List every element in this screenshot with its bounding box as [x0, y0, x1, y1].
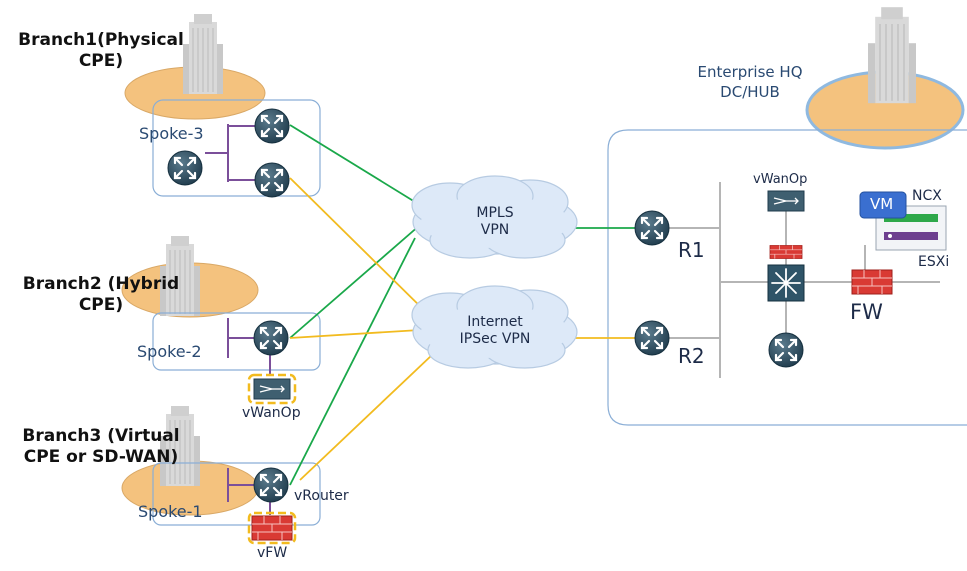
- ncx-label: NCX: [912, 188, 942, 204]
- spoke2-label: Spoke-2: [137, 342, 202, 361]
- hq-title-line1: Enterprise HQ: [697, 63, 803, 81]
- mpls-link-spoke1: [289, 237, 416, 486]
- mpls-cloud-label: MPLS VPN: [455, 205, 535, 239]
- branch3-label-line2: CPE or SD-WAN): [23, 447, 179, 467]
- internet-cloud-label: Internet IPSec VPN: [440, 314, 550, 348]
- hq-title-line2: DC/HUB: [720, 83, 780, 101]
- spoke2-router-icon: [252, 319, 290, 357]
- branch3-label-line1: Branch3 (Virtual: [22, 426, 180, 446]
- spoke3-lan-router-icon: [166, 149, 204, 187]
- internet-cloud-label-line1: Internet: [467, 314, 523, 330]
- branch1-box: [152, 99, 321, 197]
- vm-badge: [859, 191, 907, 219]
- branch3-label: Branch3 (Virtual CPE or SD-WAN): [6, 426, 196, 468]
- r1-router-icon: [633, 209, 671, 247]
- internet-cloud-label-line2: IPSec VPN: [459, 331, 531, 347]
- branch-vfw-icon: [251, 515, 293, 541]
- branch1-label: Branch1(Physical CPE): [6, 30, 196, 72]
- branch3-box: [152, 462, 321, 526]
- internet-link-spoke2: [289, 329, 421, 339]
- fw-firewall-icon: [851, 269, 893, 295]
- branch2-label-line2: CPE): [78, 295, 124, 315]
- internet-link-spoke3: [289, 177, 433, 319]
- spoke3-label: Spoke-3: [139, 124, 204, 143]
- vfw-label: vFW: [257, 545, 288, 561]
- branch1-label-line2: CPE): [78, 51, 124, 71]
- spoke1-label: Spoke-1: [138, 502, 203, 521]
- esxi-label: ESXi: [918, 254, 950, 270]
- spoke1-vrouter-icon: [252, 466, 290, 504]
- branch-wanop-icon: [253, 378, 291, 400]
- r2-router-icon: [633, 319, 671, 357]
- hq-switch-firewall-icon: [769, 244, 803, 260]
- branch2-label: Branch2 (Hybrid CPE): [6, 274, 196, 316]
- mpls-cloud-label-line2: VPN: [480, 222, 510, 238]
- hq-building-icon: [867, 6, 917, 104]
- r1-label: R1: [678, 238, 705, 262]
- branch2-label-line1: Branch2 (Hybrid: [22, 274, 180, 294]
- internet-link-spoke1: [299, 354, 433, 481]
- spoke3-router-top-icon: [253, 107, 291, 145]
- branch2-box: [152, 312, 321, 371]
- mpls-cloud-label-line1: MPLS: [476, 205, 514, 221]
- mpls-link-spoke2: [289, 224, 421, 339]
- fw-label: FW: [850, 300, 883, 324]
- vm-label: VM: [870, 195, 894, 213]
- vrouter-label: vRouter: [294, 488, 349, 504]
- branch-wanop-label: vWanOp: [242, 405, 301, 421]
- hq-title: Enterprise HQ DC/HUB: [670, 62, 830, 102]
- mpls-link-spoke3: [289, 124, 421, 206]
- hq-wanop-label: vWanOp: [753, 172, 808, 187]
- hq-box: [607, 129, 967, 426]
- spoke3-router-bottom-icon: [253, 161, 291, 199]
- r2-label: R2: [678, 344, 705, 368]
- hq-wanop-icon: [767, 190, 805, 212]
- hq-lan-router-icon: [767, 331, 805, 369]
- branch1-label-line1: Branch1(Physical: [18, 30, 184, 50]
- core-switch-icon: [767, 264, 805, 302]
